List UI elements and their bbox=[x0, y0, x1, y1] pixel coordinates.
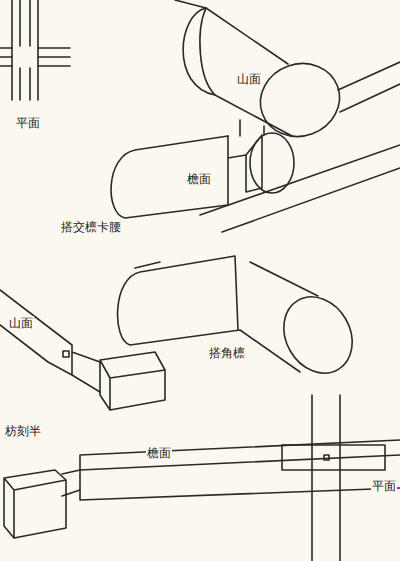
plan-line bbox=[312, 395, 340, 561]
part-label: 搭交檩卡腰 bbox=[60, 220, 122, 234]
plan-view-bottom bbox=[282, 395, 385, 561]
notch-face bbox=[183, 8, 215, 95]
plan-line bbox=[282, 445, 385, 470]
purlin-edge bbox=[118, 256, 318, 372]
joint-stem bbox=[240, 120, 264, 136]
tie-block bbox=[4, 470, 66, 538]
beam-edge bbox=[135, 145, 400, 268]
plan-line bbox=[12, 0, 38, 100]
part-label: 平面 bbox=[15, 116, 41, 130]
part-label: 山面 bbox=[236, 72, 262, 86]
part-label: 山面 bbox=[8, 316, 34, 330]
plan-view-top bbox=[0, 0, 70, 100]
tie-edge bbox=[80, 440, 400, 500]
part-label: 檐面 bbox=[186, 172, 212, 186]
purlin-edge bbox=[111, 136, 228, 218]
middle-purlin bbox=[111, 120, 294, 218]
purlin-end bbox=[270, 284, 365, 385]
tie-edge bbox=[0, 290, 100, 392]
peg-hole bbox=[63, 351, 69, 357]
part-label: 平面 bbox=[371, 479, 397, 493]
upper-purlin bbox=[175, 0, 400, 148]
tie-block bbox=[100, 352, 165, 410]
beam-behind bbox=[338, 62, 400, 112]
corner-purlin bbox=[118, 145, 400, 386]
part-label: 枋刻半 bbox=[4, 424, 42, 438]
purlin-edge bbox=[175, 0, 292, 136]
purlin-end bbox=[250, 52, 350, 147]
peg-hole bbox=[324, 455, 329, 460]
tie-notch bbox=[62, 470, 80, 496]
part-label: 搭角檩 bbox=[208, 346, 246, 360]
plan-line bbox=[0, 48, 70, 66]
part-label: 檐面 bbox=[146, 446, 172, 460]
